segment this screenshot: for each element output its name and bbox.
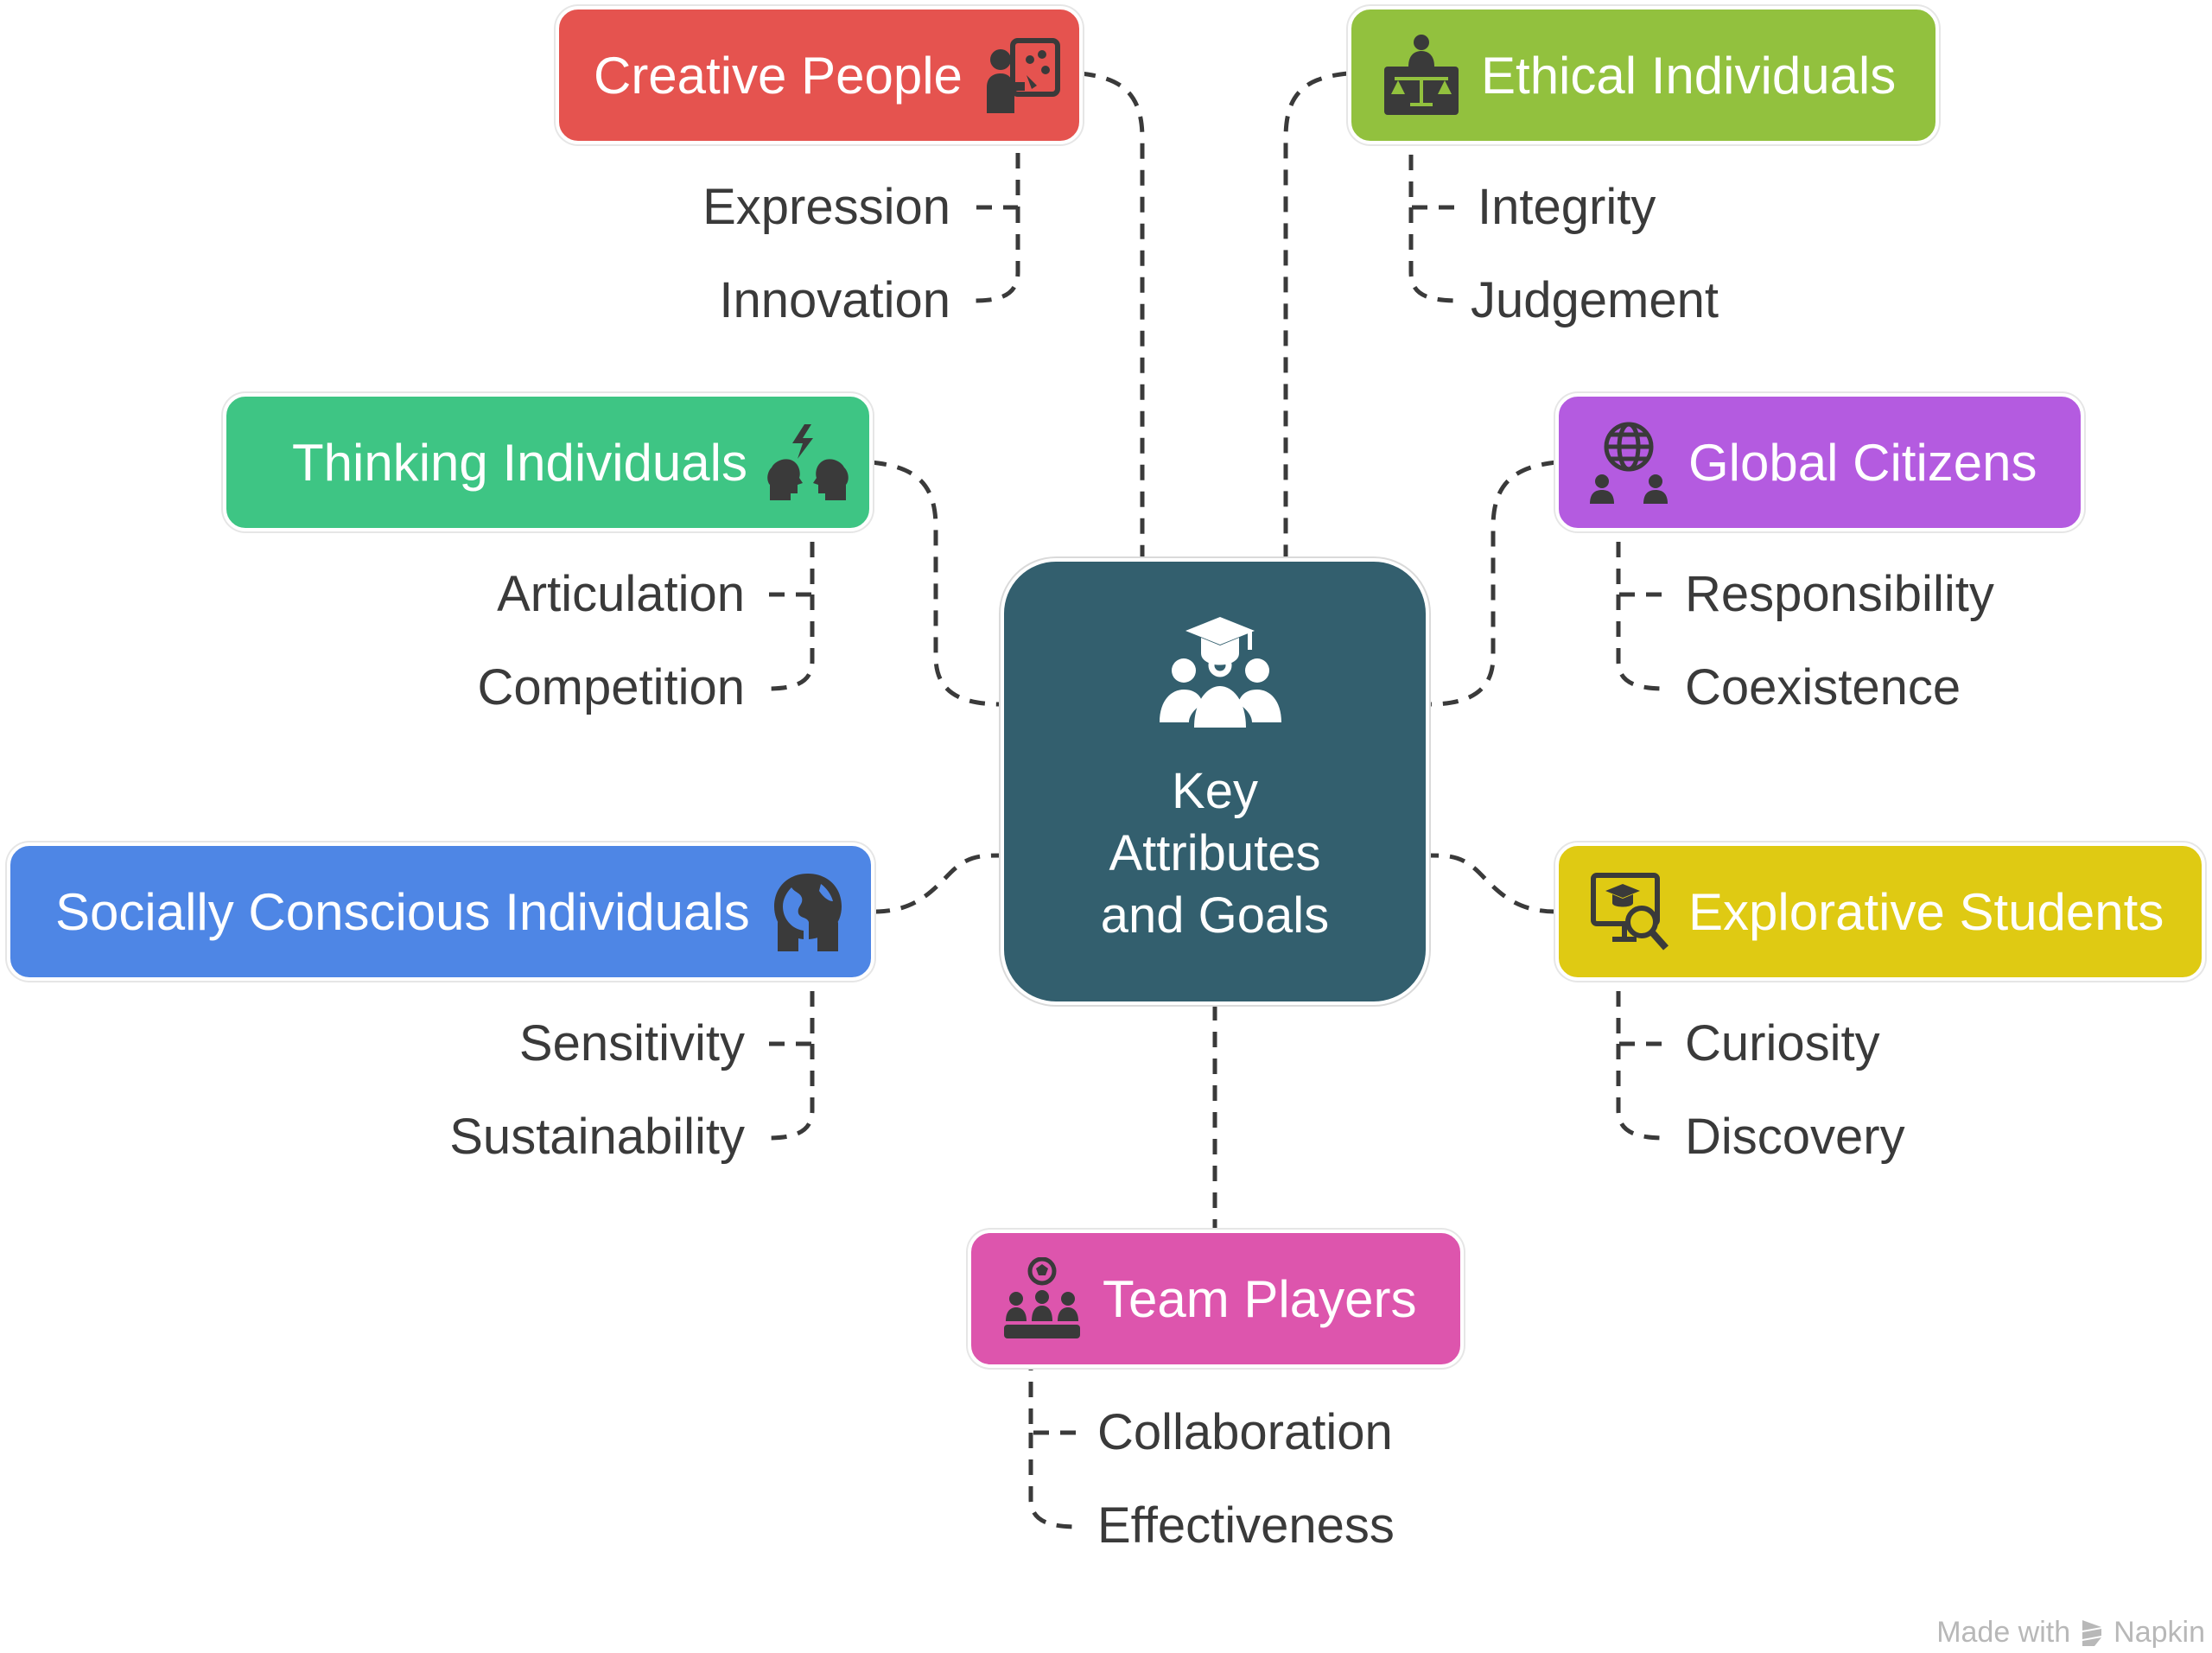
connector-global <box>1428 460 1558 707</box>
brainstorm-heads-icon <box>767 424 849 500</box>
card-socially-conscious-individuals: Socially Conscious Individuals <box>7 842 874 981</box>
sub-item-collaboration: Collaboration <box>1097 1404 1393 1460</box>
card-title: Ethical Individuals <box>1481 46 1897 105</box>
card-global-citizens: Global Citizens <box>1555 393 2084 531</box>
card-thinking-individuals: Thinking Individuals <box>223 393 873 531</box>
team-group-icon <box>1004 1257 1080 1338</box>
bracket-thinking <box>766 531 815 691</box>
sub-item-discovery: Discovery <box>1685 1109 1905 1165</box>
sub-item-expression: Expression <box>702 179 950 235</box>
globe-people-icon <box>1590 422 1668 504</box>
card-title: Explorative Students <box>1688 882 2164 941</box>
bracket-social <box>766 981 815 1141</box>
card-ethical-individuals: Ethical Individuals <box>1348 6 1939 144</box>
sub-item-competition: Competition <box>477 659 745 715</box>
sub-item-responsibility: Responsibility <box>1685 566 1994 622</box>
connector-thinking <box>870 460 1001 707</box>
sub-item-articulation: Articulation <box>497 566 745 622</box>
sub-item-judgement: Judgement <box>1471 272 1719 328</box>
bracket-creative <box>974 143 1020 303</box>
watermark: Made with Napkin <box>1936 1616 2205 1650</box>
card-title: Global Citizens <box>1688 433 2037 492</box>
earth-hands-icon <box>773 874 842 951</box>
watermark-prefix: Made with <box>1936 1616 2071 1649</box>
bracket-ethical <box>1408 143 1459 303</box>
card-creative-people: Creative People <box>556 6 1083 144</box>
card-team-players: Team Players <box>968 1230 1464 1368</box>
graduation-cap-group-icon <box>1160 617 1281 728</box>
card-title: Team Players <box>1103 1269 1417 1328</box>
connector-social <box>874 853 1001 914</box>
card-title: Thinking Individuals <box>292 433 747 492</box>
sub-item-coexistence: Coexistence <box>1685 659 1961 715</box>
center-title: Key Attributes and Goals <box>1100 763 1330 944</box>
card-explorative-students: Explorative Students <box>1555 842 2205 981</box>
screen-magnifier-icon <box>1591 873 1669 950</box>
card-title: Socially Conscious Individuals <box>55 882 750 941</box>
sub-item-sustainability: Sustainability <box>449 1109 745 1165</box>
sub-item-innovation: Innovation <box>719 272 950 328</box>
sub-item-integrity: Integrity <box>1478 179 1656 235</box>
artist-palette-icon <box>986 38 1060 113</box>
sub-item-curiosity: Curiosity <box>1685 1015 1880 1071</box>
connector-explorative <box>1428 853 1556 914</box>
bracket-explorative <box>1616 981 1667 1141</box>
card-title: Creative People <box>594 46 963 105</box>
watermark-brand: Napkin <box>2113 1616 2205 1649</box>
connector-ethical <box>1283 71 1349 558</box>
bracket-global <box>1616 531 1667 691</box>
center-node: Key Attributes and Goals <box>1001 558 1429 1005</box>
sub-item-effectiveness: Effectiveness <box>1097 1497 1395 1554</box>
connector-creative <box>1079 71 1145 558</box>
napkin-logo-icon <box>2082 1619 2102 1646</box>
scales-of-justice-icon <box>1384 35 1459 115</box>
sub-item-sensitivity: Sensitivity <box>518 1015 745 1071</box>
bracket-team <box>1028 1370 1079 1529</box>
